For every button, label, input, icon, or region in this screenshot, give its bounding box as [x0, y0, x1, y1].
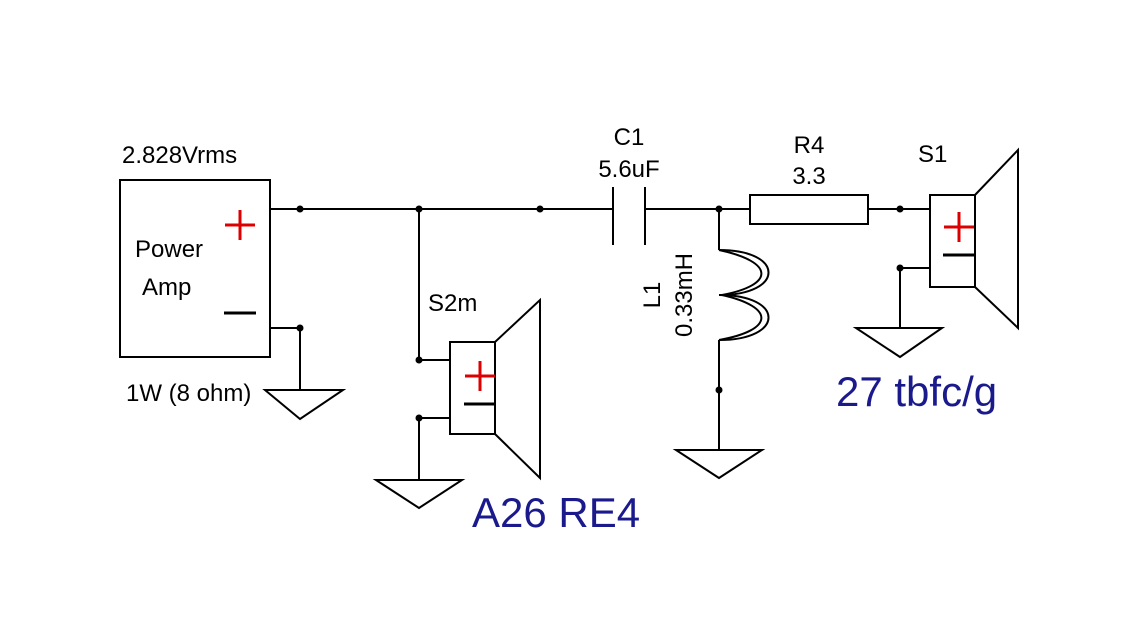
- s2m-ref-label: S2m: [428, 290, 477, 317]
- l1-value-label: 0.33mH: [671, 253, 698, 337]
- ground-symbol-amp: [262, 389, 347, 421]
- r4-value-label: 3.3: [792, 163, 825, 190]
- ground-symbol-l1: [672, 449, 766, 480]
- s1-plus-sign: [944, 212, 974, 242]
- power-amp: 2.828Vrms Power Amp 1W (8 ohm): [119, 142, 271, 407]
- amp-voltage-label: 2.828Vrms: [122, 142, 237, 169]
- s2m-model-label: A26 RE4: [472, 489, 640, 536]
- ground-symbol-s1: [852, 327, 946, 359]
- amp-rating-label: 1W (8 ohm): [126, 380, 251, 407]
- power-amp-box: [119, 179, 271, 358]
- ground-symbol-s2m: [372, 479, 466, 510]
- c1-value-label: 5.6uF: [598, 156, 659, 183]
- s1-model-label: 27 tbfc/g: [836, 368, 997, 415]
- c1-ref-label: C1: [614, 124, 645, 151]
- s1-ref-label: S1: [918, 141, 947, 168]
- amp-name-line2: Amp: [142, 274, 191, 301]
- speaker-s2m: S2m A26 RE4: [428, 290, 640, 536]
- speaker-s1: S1 27 tbfc/g: [836, 141, 1019, 415]
- r4-ref-label: R4: [794, 132, 825, 159]
- amp-name-line1: Power: [135, 236, 203, 263]
- inductor-l1: L1 0.33mH: [639, 249, 770, 341]
- junction-dots: [296, 205, 904, 422]
- resistor-r4: R4 3.3: [749, 132, 869, 225]
- wires: [270, 208, 930, 480]
- s2m-plus-sign: [465, 361, 495, 391]
- capacitor-c1: C1 5.6uF: [598, 124, 660, 245]
- amp-plus-sign: [225, 210, 255, 240]
- l1-ref-label: L1: [639, 282, 666, 309]
